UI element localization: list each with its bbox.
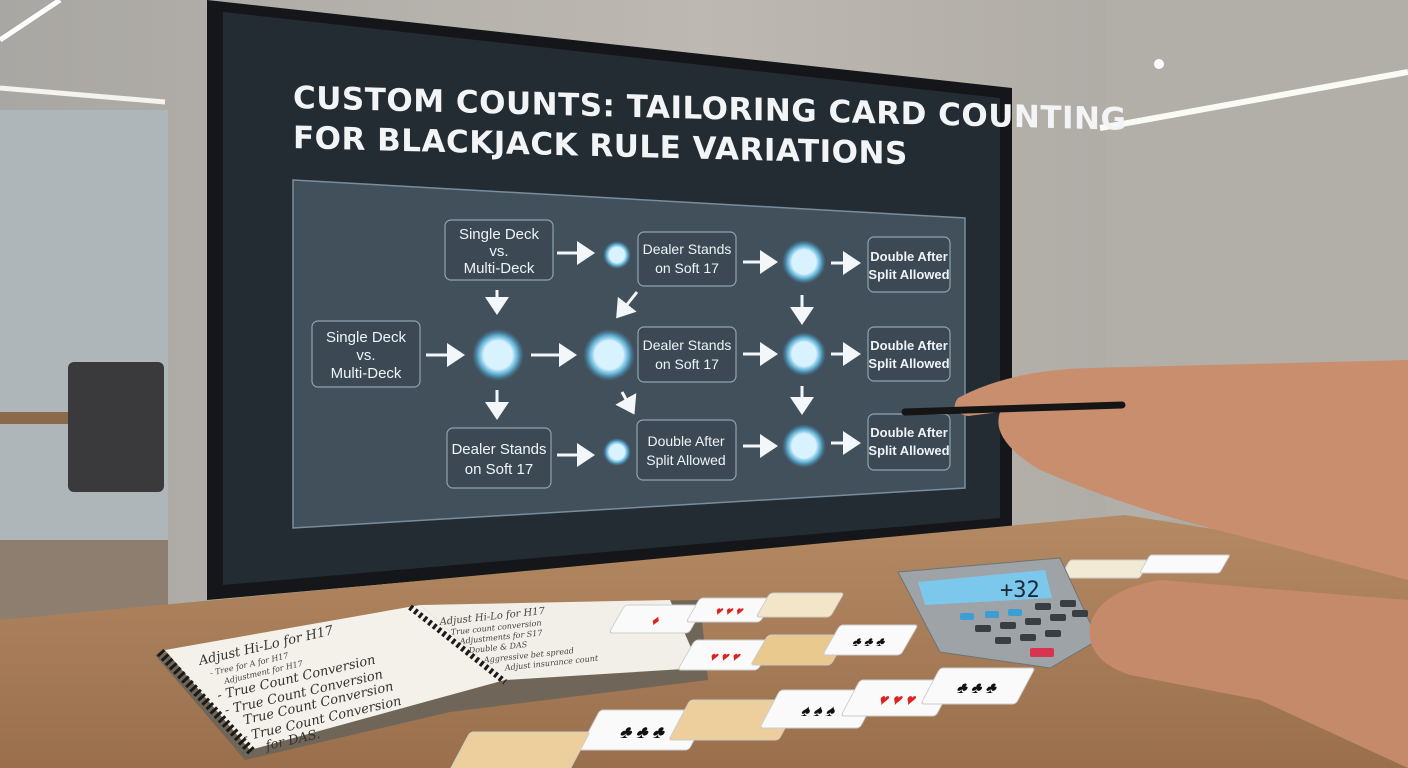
- ceiling-light: [0, 0, 62, 43]
- hand-on-calculator: [1089, 580, 1408, 768]
- svg-text:♣ ♣ ♣: ♣ ♣ ♣: [953, 679, 1002, 697]
- node-circle: [583, 329, 635, 381]
- spiral-binding: [156, 648, 256, 756]
- spiral-binding: [408, 604, 507, 685]
- ceiling-light: [1099, 69, 1408, 131]
- svg-text:♥ ♥ ♥: ♥ ♥ ♥: [712, 604, 748, 618]
- calculator-display-value: +32: [1000, 578, 1040, 603]
- svg-text:♥ ♥ ♥: ♥ ♥ ♥: [706, 650, 744, 665]
- calculator-red-key: [1030, 648, 1054, 657]
- background-chair: [68, 362, 164, 492]
- notebook: Adjust Hi-Lo for H17 - Tree for A for H1…: [155, 600, 708, 760]
- ceiling-light: [0, 85, 166, 105]
- diagram-arrows: [426, 241, 861, 467]
- stylus-pen: [901, 401, 1126, 416]
- calculator: +32: [897, 557, 1099, 669]
- ceiling-spotlight: [1154, 59, 1164, 69]
- node-circle: [603, 438, 631, 466]
- svg-text:♣ ♣ ♣: ♣ ♣ ♣: [849, 635, 890, 650]
- svg-text:♥ ♥ ♥: ♥ ♥ ♥: [874, 691, 920, 709]
- calculator-keys[interactable]: [960, 600, 1088, 657]
- playing-cards: ♦ ♥ ♥ ♥ ♥ ♥ ♥ ♣ ♣ ♣ ♣ ♣ ♣ ♠ ♠ ♠ ♥ ♥ ♥ ♣ …: [449, 554, 1230, 768]
- svg-text:♠ ♠ ♠: ♠ ♠ ♠: [797, 702, 840, 720]
- hand-with-pen: [954, 360, 1408, 580]
- node-circle: [782, 332, 826, 376]
- diagram-nodes: [472, 240, 826, 468]
- node-circle: [782, 240, 826, 284]
- node-circle: [603, 241, 631, 269]
- svg-text:♣ ♣ ♣: ♣ ♣ ♣: [615, 723, 670, 743]
- node-circle: [782, 424, 826, 468]
- calculator-display: [918, 570, 1052, 605]
- notebook-left-page: [165, 605, 505, 750]
- arrow: [616, 291, 639, 319]
- arrow: [615, 391, 637, 415]
- floor: [0, 540, 168, 620]
- node-circle: [472, 329, 524, 381]
